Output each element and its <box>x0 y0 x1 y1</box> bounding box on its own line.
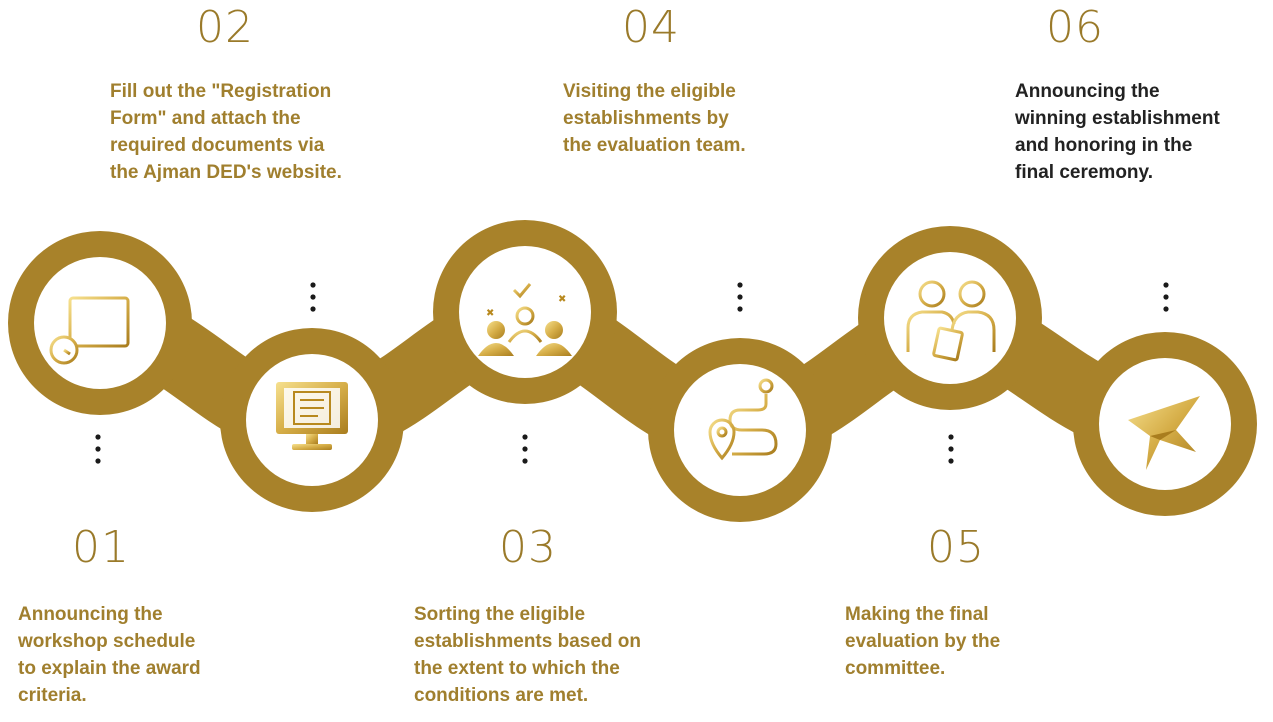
step-4-line-1: Visiting the eligible <box>563 81 736 102</box>
step-6-line-4: final ceremony. <box>1015 162 1153 183</box>
star-award-icon <box>1128 396 1200 470</box>
team-selection-icon: ✖ ✖ <box>478 283 572 356</box>
step-4-line-2: establishments by <box>563 108 729 129</box>
step-description-02: Fill out the "Registration Form" and att… <box>110 78 342 186</box>
step-6-line-1: Announcing the <box>1015 81 1160 102</box>
step-number-03: 03 <box>499 522 557 573</box>
step-1-line-4: criteria. <box>18 685 87 706</box>
step-3-line-2: establishments based on <box>414 631 642 652</box>
step-description-06: Announcing the winning establishment and… <box>1015 78 1220 186</box>
svg-text:✖: ✖ <box>486 308 494 319</box>
step-5-line-1: Making the final <box>845 604 989 625</box>
step-2-line-2: Form" and attach the <box>110 108 301 129</box>
dotted-connector-3 <box>522 434 528 464</box>
dotted-connector-2 <box>310 282 316 312</box>
step-description-01: Announcing the workshop schedule to expl… <box>18 601 201 709</box>
step-number-04: 04 <box>622 2 680 53</box>
calendar-clock-icon <box>49 290 130 365</box>
step-2-line-3: required documents via <box>110 135 325 156</box>
step-6-line-3: and honoring in the <box>1015 135 1193 156</box>
step-description-04: Visiting the eligible establishments by … <box>563 78 746 159</box>
dotted-connector-1 <box>95 434 101 464</box>
step-4-line-3: the evaluation team. <box>563 135 746 156</box>
node-3 <box>433 220 617 404</box>
computer-form-icon <box>276 382 348 450</box>
dotted-connector-6 <box>1163 282 1169 312</box>
step-3-line-1: Sorting the eligible <box>414 604 586 625</box>
dotted-connector-5 <box>948 434 954 464</box>
step-3-line-3: the extent to which the <box>414 658 620 679</box>
svg-text:✖: ✖ <box>558 294 566 305</box>
step-3-line-4: conditions are met. <box>414 685 589 706</box>
dotted-connector-4 <box>737 282 743 312</box>
committee-evaluation-icon <box>906 280 996 362</box>
step-description-03: Sorting the eligible establishments base… <box>414 601 641 709</box>
step-description-05: Making the final evaluation by the commi… <box>845 601 1000 682</box>
step-number-02: 02 <box>196 2 254 53</box>
step-5-line-2: evaluation by the <box>845 631 1001 652</box>
step-number-05: 05 <box>927 522 985 573</box>
step-number-01: 01 <box>72 522 130 573</box>
route-location-icon <box>708 378 778 461</box>
step-2-line-1: Fill out the "Registration <box>110 81 332 102</box>
step-1-line-1: Announcing the <box>18 604 163 625</box>
step-1-line-2: workshop schedule <box>18 631 196 652</box>
step-2-line-4: the Ajman DED's website. <box>110 162 342 183</box>
step-1-line-3: to explain the award <box>18 658 201 679</box>
node-1 <box>8 231 192 415</box>
step-5-line-3: committee. <box>845 658 946 679</box>
step-6-line-2: winning establishment <box>1015 108 1220 129</box>
step-number-06: 06 <box>1046 2 1104 53</box>
